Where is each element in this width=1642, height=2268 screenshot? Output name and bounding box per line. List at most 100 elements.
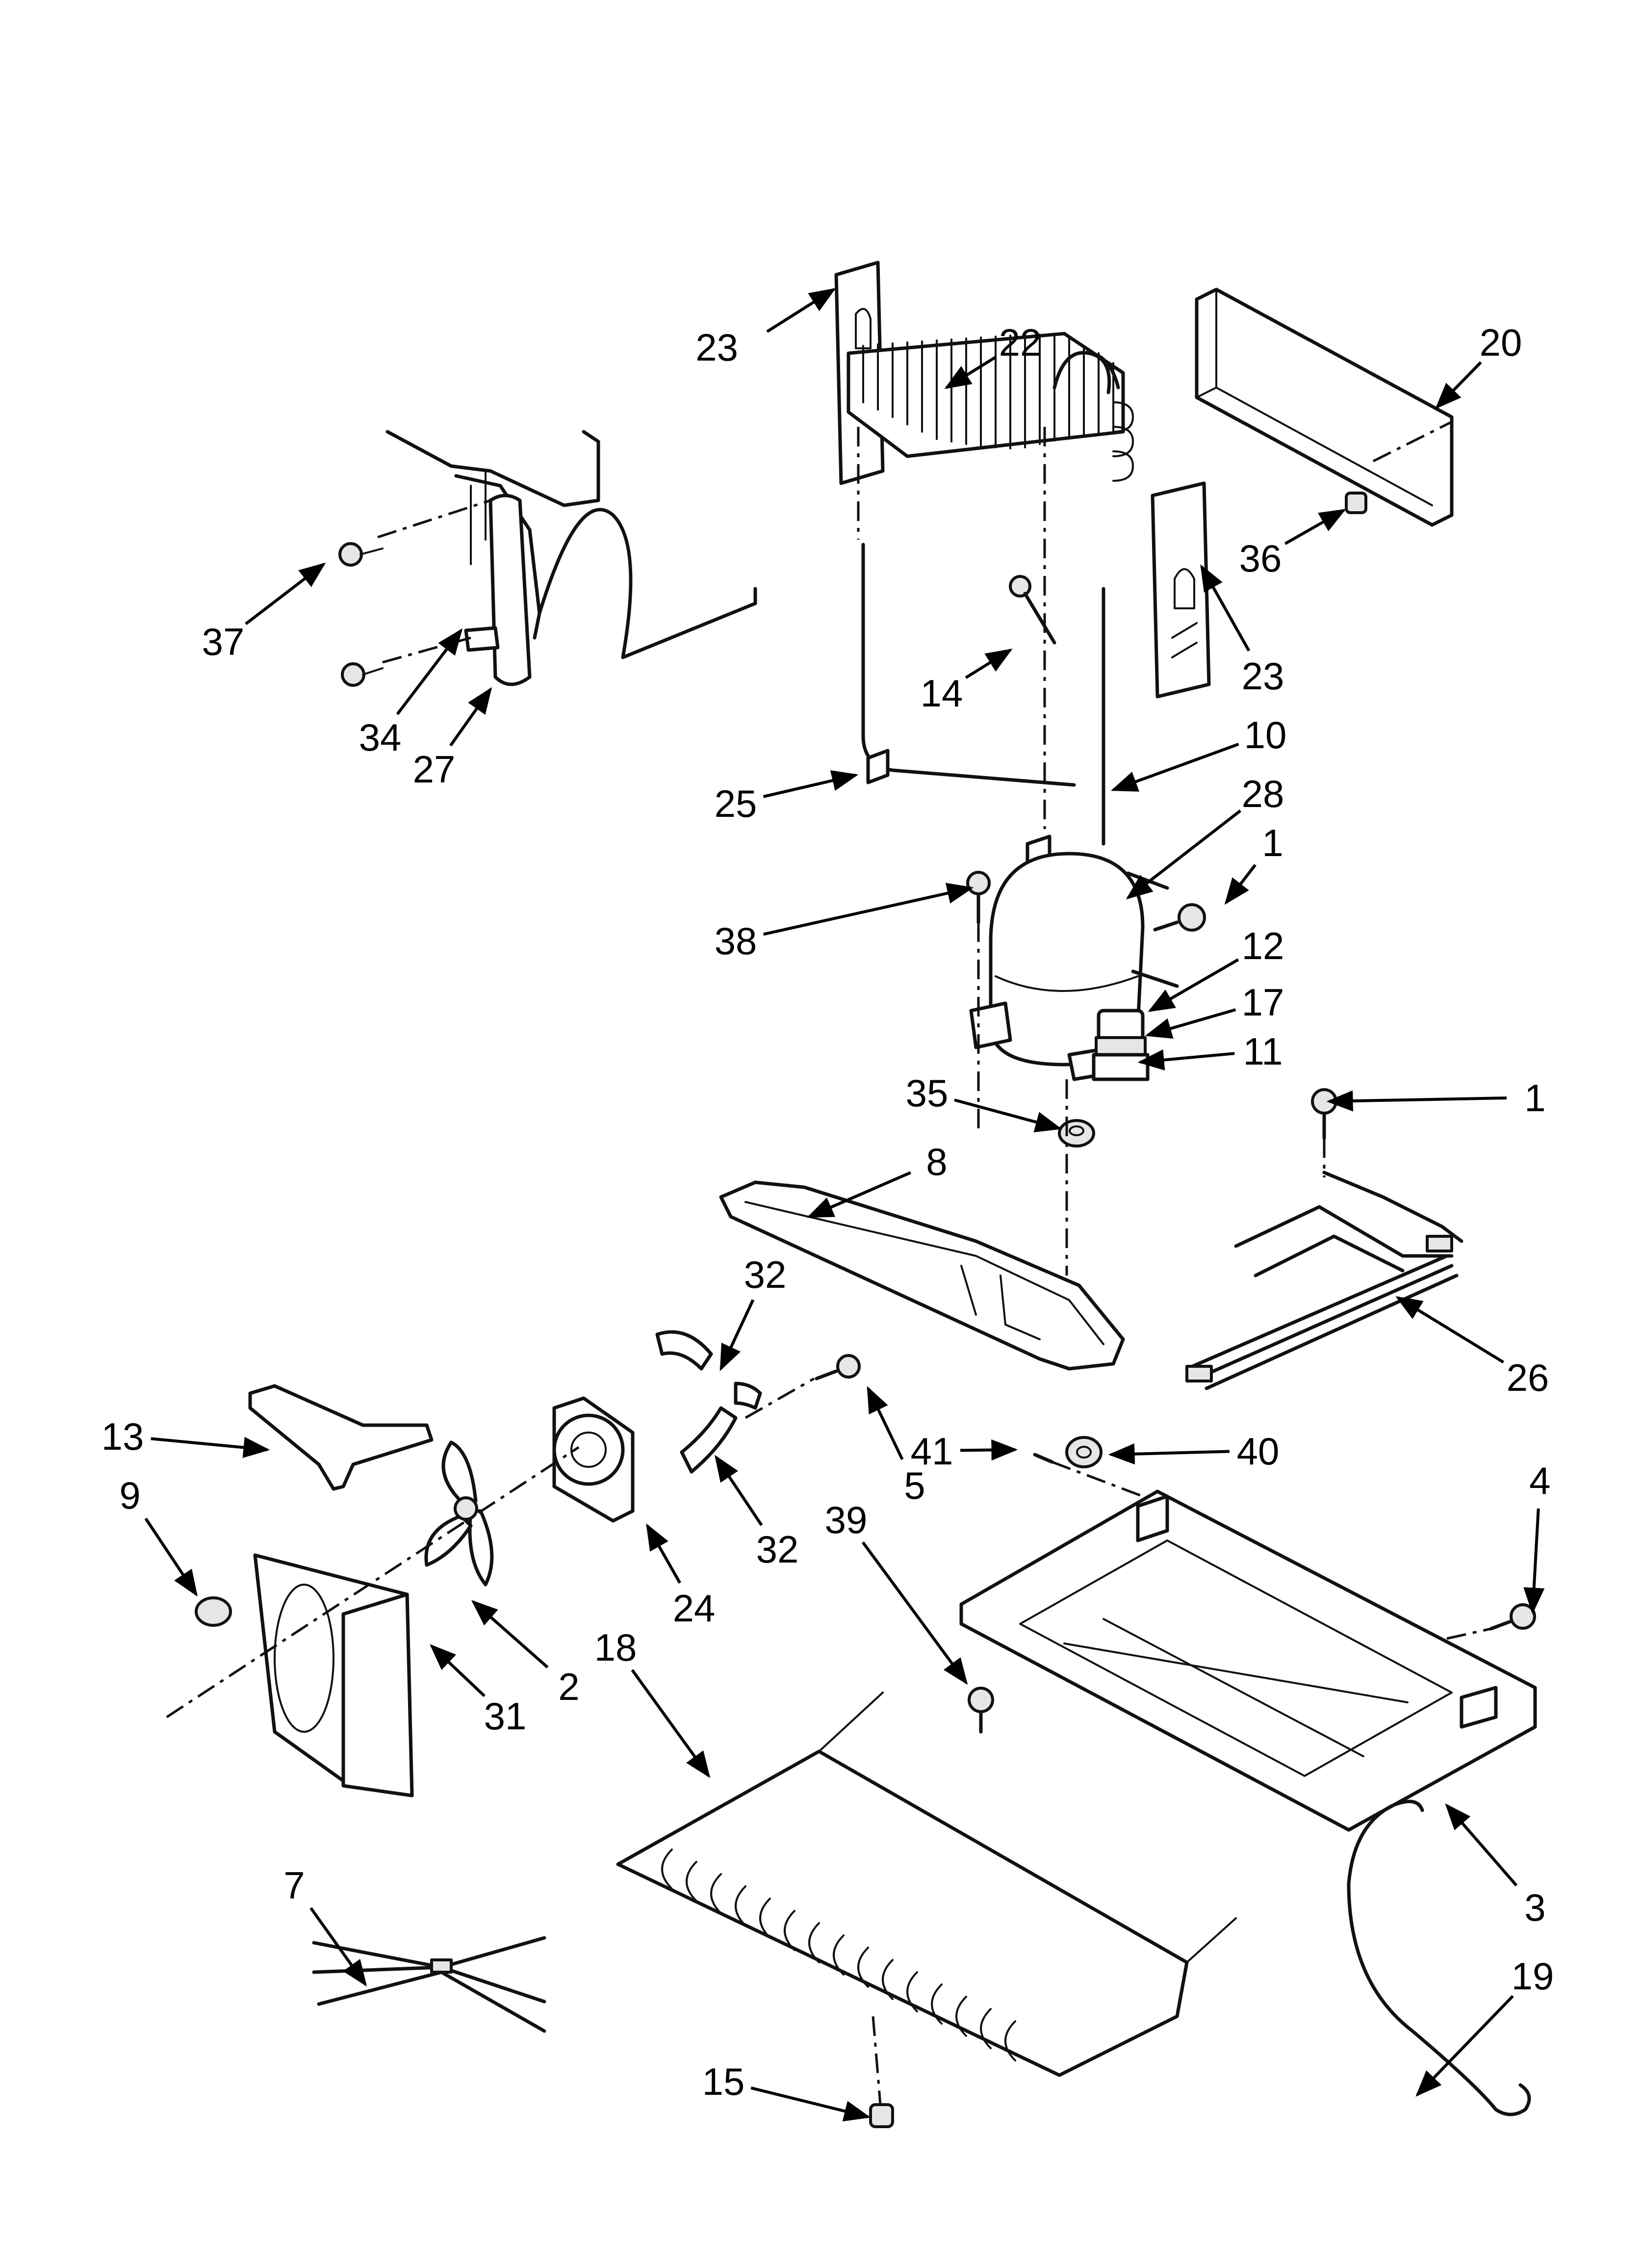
callout-label: 12	[1242, 924, 1284, 967]
callout-label: 13	[102, 1415, 144, 1458]
callout-leader-arrow	[861, 1541, 968, 1685]
callout-c23a: 23	[695, 288, 836, 369]
callout-c10: 10	[1110, 713, 1287, 792]
callout-label: 9	[119, 1474, 140, 1517]
part-23-right-bracket	[1151, 481, 1211, 699]
callout-leader-arrow	[1435, 361, 1482, 409]
callout-c25: 25	[715, 770, 859, 825]
callout-c1b: 1	[1326, 1076, 1546, 1120]
callout-c7: 7	[283, 1864, 367, 1987]
callout-label: 1	[1262, 821, 1283, 864]
callout-label: 32	[756, 1528, 799, 1571]
part-2-fan-blade	[424, 1440, 494, 1587]
callout-c17: 17	[1145, 981, 1284, 1039]
callout-leader-arrow	[714, 1455, 763, 1526]
callout-c26: 26	[1395, 1296, 1549, 1399]
part-24-fan-motor	[552, 1396, 635, 1523]
assembly-lines	[166, 420, 1491, 2105]
part-19-tube	[1347, 1799, 1531, 2116]
callout-c12: 12	[1148, 924, 1284, 1012]
part-15-clip	[869, 2103, 894, 2128]
part-38-bolt	[966, 871, 991, 924]
callout-label: 10	[1244, 713, 1287, 756]
callout-c31: 31	[430, 1644, 527, 1738]
callout-label: 39	[825, 1498, 868, 1541]
callout-label: 2	[558, 1665, 579, 1708]
part-5-screw	[815, 1354, 861, 1381]
part-8-drain-pan	[719, 1180, 1125, 1371]
callout-label: 8	[926, 1140, 947, 1183]
part-31-fan-shroud	[253, 1553, 414, 1798]
callout-leader-arrow	[1523, 1508, 1545, 1615]
callout-label: 40	[1237, 1430, 1280, 1473]
callout-label: 24	[673, 1587, 716, 1630]
callout-c32b: 32	[714, 1455, 799, 1571]
callout-label: 28	[1242, 772, 1284, 815]
part-35-grommet	[1058, 1119, 1095, 1147]
callout-label: 34	[359, 716, 402, 759]
callout-c1a: 1	[1224, 821, 1283, 905]
callout-label: 4	[1529, 1459, 1550, 1502]
callout-label: 20	[1480, 321, 1522, 364]
part-13-gasket	[248, 1384, 434, 1491]
callout-leader-arrow	[944, 356, 997, 389]
callout-c35: 35	[906, 1071, 1062, 1133]
part-14-sensor	[1009, 575, 1056, 645]
callout-leader-arrow	[144, 1517, 198, 1597]
part-12-relay	[1097, 1009, 1145, 1042]
callout-leader-arrow	[430, 1644, 486, 1697]
part-20-cover	[1195, 287, 1454, 527]
callout-label: 41	[911, 1430, 953, 1473]
callout-c13: 13	[102, 1415, 270, 1458]
part-36-clip	[1345, 492, 1367, 514]
callout-leader-arrow	[1395, 1296, 1505, 1364]
callout-c8: 8	[807, 1140, 948, 1218]
callout-c36: 36	[1239, 509, 1346, 580]
part-7-wire	[312, 1936, 546, 2033]
callout-c27: 27	[413, 687, 492, 791]
callout-leader-arrow	[1284, 509, 1346, 545]
callout-c22: 22	[944, 321, 1041, 389]
callout-label: 36	[1239, 537, 1282, 580]
part-32-clip-middle	[734, 1382, 762, 1410]
callout-c41: 41	[911, 1430, 1018, 1473]
callout-leader-arrow	[1326, 1090, 1507, 1112]
part-32-clip-lower	[680, 1406, 738, 1474]
callout-c14: 14	[921, 649, 1013, 715]
callout-leader-arrow	[449, 687, 492, 747]
callout-leader-arrow	[151, 1436, 270, 1458]
callout-leader-arrow	[1126, 809, 1241, 900]
callout-c24: 24	[646, 1523, 716, 1630]
callout-c2: 2	[471, 1600, 580, 1708]
callout-leader-arrow	[719, 1299, 755, 1371]
callout-c37: 37	[202, 562, 326, 663]
callout-label: 14	[921, 672, 963, 715]
callout-leader-arrow	[471, 1600, 549, 1668]
part-4-screw	[1489, 1603, 1536, 1631]
callout-leader-arrow	[396, 628, 463, 715]
part-27-drier-tubing	[385, 430, 757, 686]
callout-leader-arrow	[1110, 743, 1239, 792]
callout-label: 27	[413, 748, 456, 791]
callout-leader-arrow	[807, 1171, 912, 1218]
callout-leader-arrow	[954, 1098, 1062, 1133]
callout-label: 1	[1524, 1076, 1545, 1120]
callout-label: 35	[906, 1071, 949, 1115]
callout-leader-arrow	[867, 1386, 904, 1460]
callout-label: 31	[484, 1694, 527, 1738]
callout-label: 25	[715, 782, 757, 825]
callout-leader-arrow	[763, 883, 974, 936]
part-39-screw	[968, 1687, 994, 1734]
part-26-wire-harness	[1185, 1171, 1463, 1390]
callout-c15: 15	[702, 2060, 871, 2122]
part-32-clip-upper	[655, 1330, 713, 1371]
callout-label: 37	[202, 620, 245, 663]
callout-label: 7	[283, 1864, 305, 1907]
callout-label: 26	[1507, 1356, 1549, 1399]
callout-leader-arrow	[1415, 1995, 1514, 2097]
callout-c19: 19	[1415, 1955, 1554, 2097]
callout-c28: 28	[1126, 772, 1284, 900]
callout-c38: 38	[715, 883, 974, 963]
callout-leader-arrow	[750, 2086, 871, 2122]
part-37-screw-upper	[338, 542, 384, 567]
